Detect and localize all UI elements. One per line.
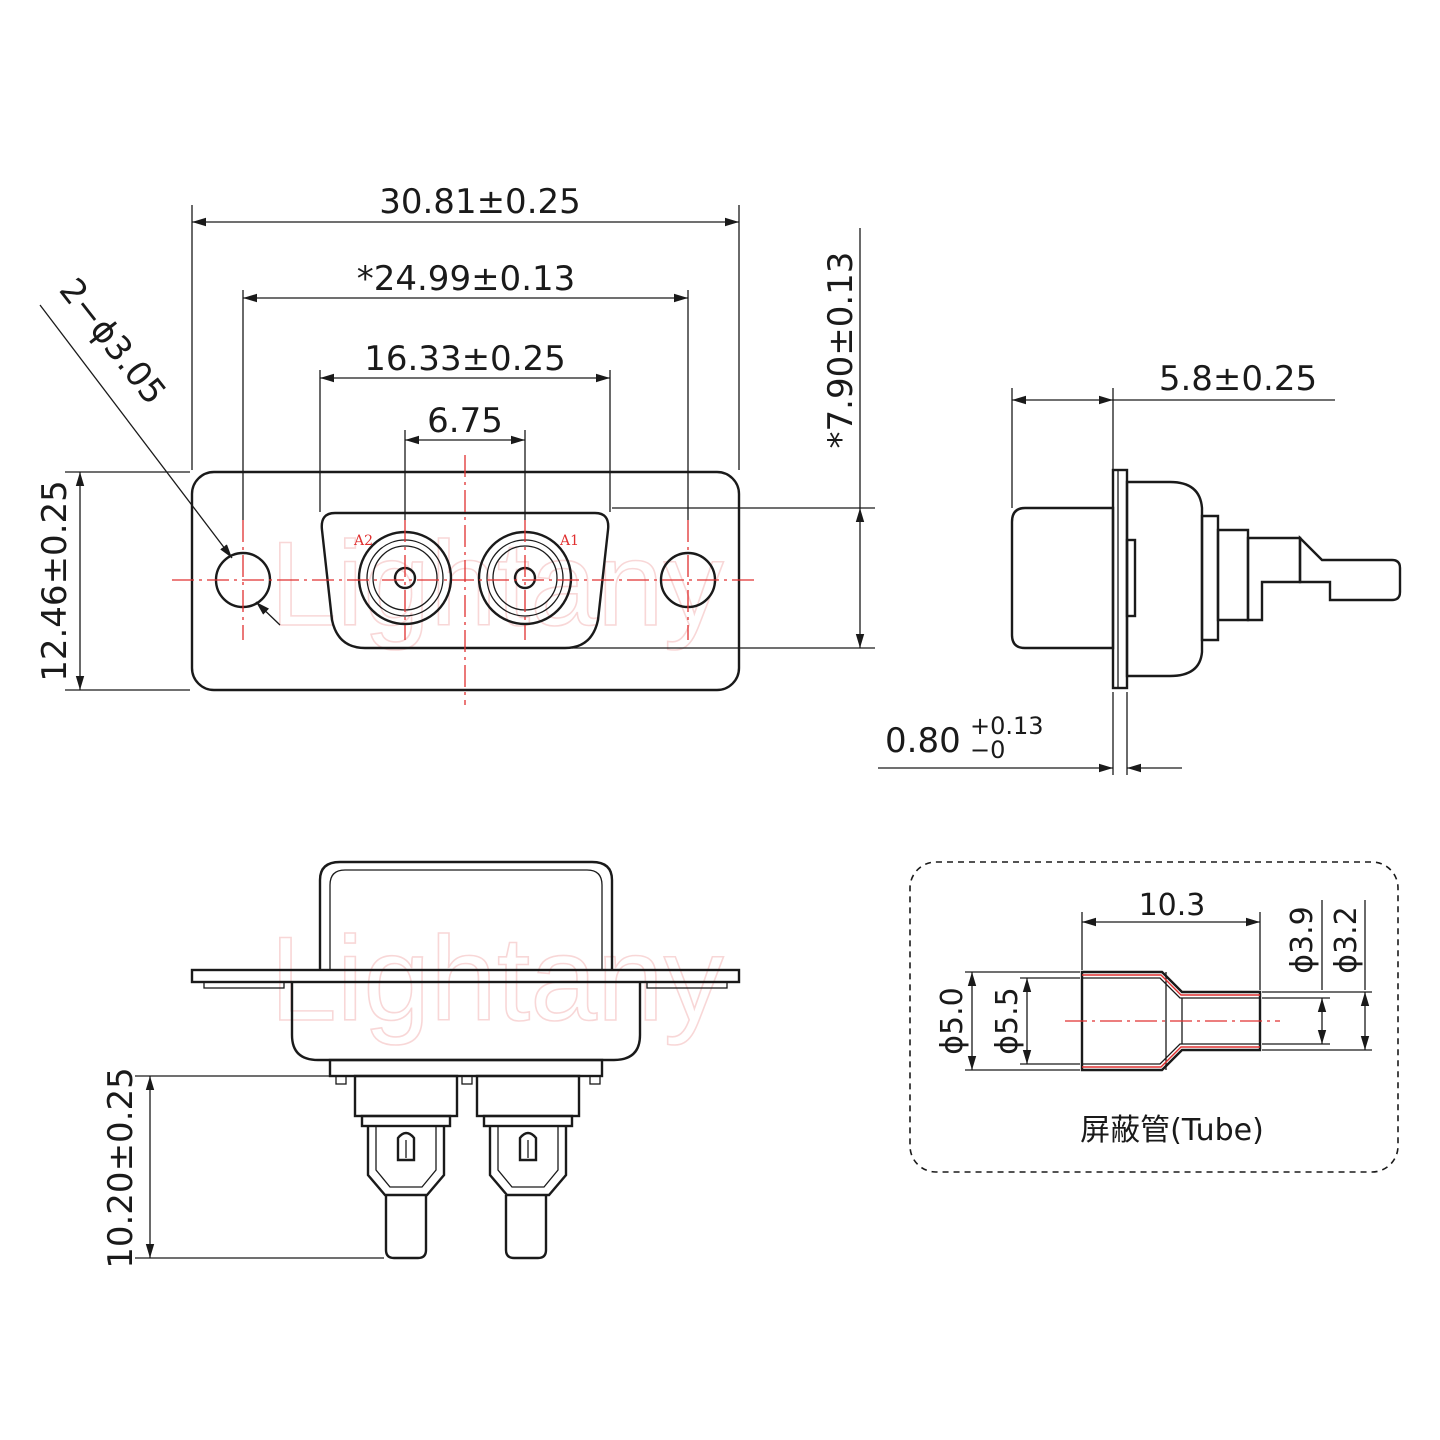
dim-pin-length: 10.20±0.25 [101,1067,141,1269]
d-shell [320,511,610,650]
dim-tube-dia-left-inner: ϕ5.5 [990,987,1025,1055]
watermark-bottom: Lightany [270,912,724,1046]
tube-detail-title: 屏蔽管(Tube) [1080,1113,1264,1148]
side-pin [1298,535,1402,602]
dim-tube-dia-right-outer: ϕ3.9 [1285,906,1320,974]
dim-flange-tol-upper: +0.13 [970,712,1044,740]
side-shell [1010,506,1115,650]
bottom-shell [318,860,614,970]
pin-label-a2: A2 [353,533,373,549]
dim-pin-pitch: 6.75 [427,401,503,441]
pin-label-a1: A1 [559,533,579,549]
side-body [1125,480,1204,678]
dim-tube-dia-left-outer: ϕ5.0 [935,987,970,1055]
dim-tube-length: 10.3 [1139,888,1206,923]
tube-outline [1080,970,1262,1072]
bottom-flange [190,968,741,984]
dim-shell-height: *7.90±0.13 [821,252,861,449]
bottom-contact-left [353,1074,459,1260]
dim-tube-dia-right-inner: ϕ3.2 [1329,906,1364,974]
dim-hole-spacing: *24.99±0.13 [357,259,576,299]
dim-flange-thickness: 0.80 [885,721,961,761]
tube-detail-frame [909,861,1399,1173]
side-flange [1111,468,1129,690]
dim-hole-callout: 2−ϕ3.05 [51,271,174,412]
dim-shell-width: 16.33±0.25 [364,339,566,379]
dim-flange-tol-lower: −0 [970,736,1005,764]
watermark-top: Lightany [270,517,724,651]
dim-side-depth: 5.8±0.25 [1159,359,1317,399]
dim-flange-height: 12.46±0.25 [35,480,75,682]
bottom-view: 10.20±0.25 [101,860,741,1269]
tube-detail: 10.3 ϕ5.0 ϕ5.5 ϕ3.9 ϕ3.2 屏蔽管(Tube) [909,861,1399,1173]
bottom-contact-right [475,1074,581,1260]
side-view: 5.8±0.25 0.80 +0.13 −0 [878,359,1402,775]
dim-overall-width: 30.81±0.25 [379,182,581,222]
